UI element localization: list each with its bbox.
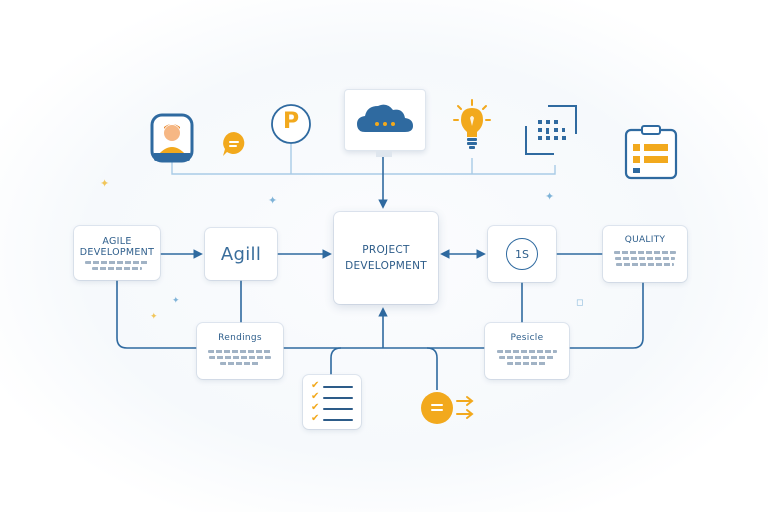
checklist-branch-line (330, 347, 342, 375)
sparkle-icon: ✦ (172, 296, 180, 306)
chat-bubble-icon (220, 130, 248, 162)
pesicle-card: Pesicle (485, 323, 569, 379)
rendings-card: Rendings (197, 323, 283, 379)
one-s-badge: 1S (506, 238, 538, 270)
placeholder-text-line (615, 257, 675, 260)
placeholder-text-line (614, 251, 676, 254)
placeholder-text-line (209, 356, 271, 359)
agile-development-card: AGILE DEVELOPMENT (74, 226, 160, 280)
placeholder-text-line (85, 261, 149, 264)
placeholder-text-line (497, 350, 557, 353)
checklist-line (323, 386, 353, 388)
checklist-row: ✔ (311, 413, 353, 424)
grid-frame-icon (524, 104, 578, 160)
lightbulb-icon (452, 98, 492, 158)
placeholder-text-line (208, 350, 272, 353)
checklist-row: ✔ (311, 380, 353, 391)
checklist-line (323, 408, 353, 410)
check-mark-icon: ✔ (311, 413, 320, 424)
check-mark-icon: ✔ (311, 402, 320, 413)
coin-branch-line (426, 347, 438, 390)
checklist-line (323, 419, 353, 421)
cloud-monitor-icon (344, 89, 426, 151)
top-bus-line (171, 160, 556, 175)
placeholder-text-line (507, 362, 547, 365)
project-development-card: PROJECT DEVELOPMENT (334, 212, 438, 304)
sparkle-icon: ✦ (100, 177, 110, 190)
placeholder-text-line (92, 267, 142, 270)
avatar-icon (150, 113, 194, 167)
checklist-row: ✔ (311, 402, 353, 413)
left-loop-line (116, 280, 197, 349)
quality-card-title: QUALITY (624, 235, 666, 245)
placeholder-text-line (616, 263, 674, 266)
checklist-row: ✔ (311, 391, 353, 402)
sparkle-icon: ✦ (545, 190, 555, 203)
placeholder-text-line (220, 362, 260, 365)
sparkle-icon: ◻ (576, 298, 584, 308)
one-s-label: 1S (515, 247, 529, 261)
agile-card-title-line1: AGILE (102, 236, 132, 247)
right-loop-line (569, 282, 644, 349)
quality-card: QUALITY (603, 226, 687, 282)
project-card-title-line1: PROJECT (362, 244, 410, 256)
coin-arrows-icon (419, 390, 479, 430)
rendings-card-title: Rendings (218, 333, 262, 343)
agill-card: Agill (205, 228, 277, 280)
one-s-card: 1S (488, 226, 556, 282)
checklist-icon: ✔ ✔ ✔ ✔ (303, 375, 361, 429)
monitor-stand (376, 150, 392, 157)
checklist-line (323, 397, 353, 399)
check-mark-icon: ✔ (311, 391, 320, 402)
pesicle-card-title: Pesicle (510, 333, 544, 343)
p-badge-letter: P (282, 109, 300, 134)
sparkle-icon: ✦ (150, 312, 158, 322)
agill-card-label: Agill (220, 243, 262, 265)
check-mark-icon: ✔ (311, 380, 320, 391)
project-card-title-line2: DEVELOPMENT (345, 260, 427, 272)
clipboard-icon (624, 124, 678, 184)
sparkle-icon: ✦ (268, 194, 278, 207)
agile-card-title-line2: DEVELOPMENT (79, 247, 155, 258)
placeholder-text-line (499, 356, 555, 359)
p-badge-icon: P (270, 103, 312, 145)
